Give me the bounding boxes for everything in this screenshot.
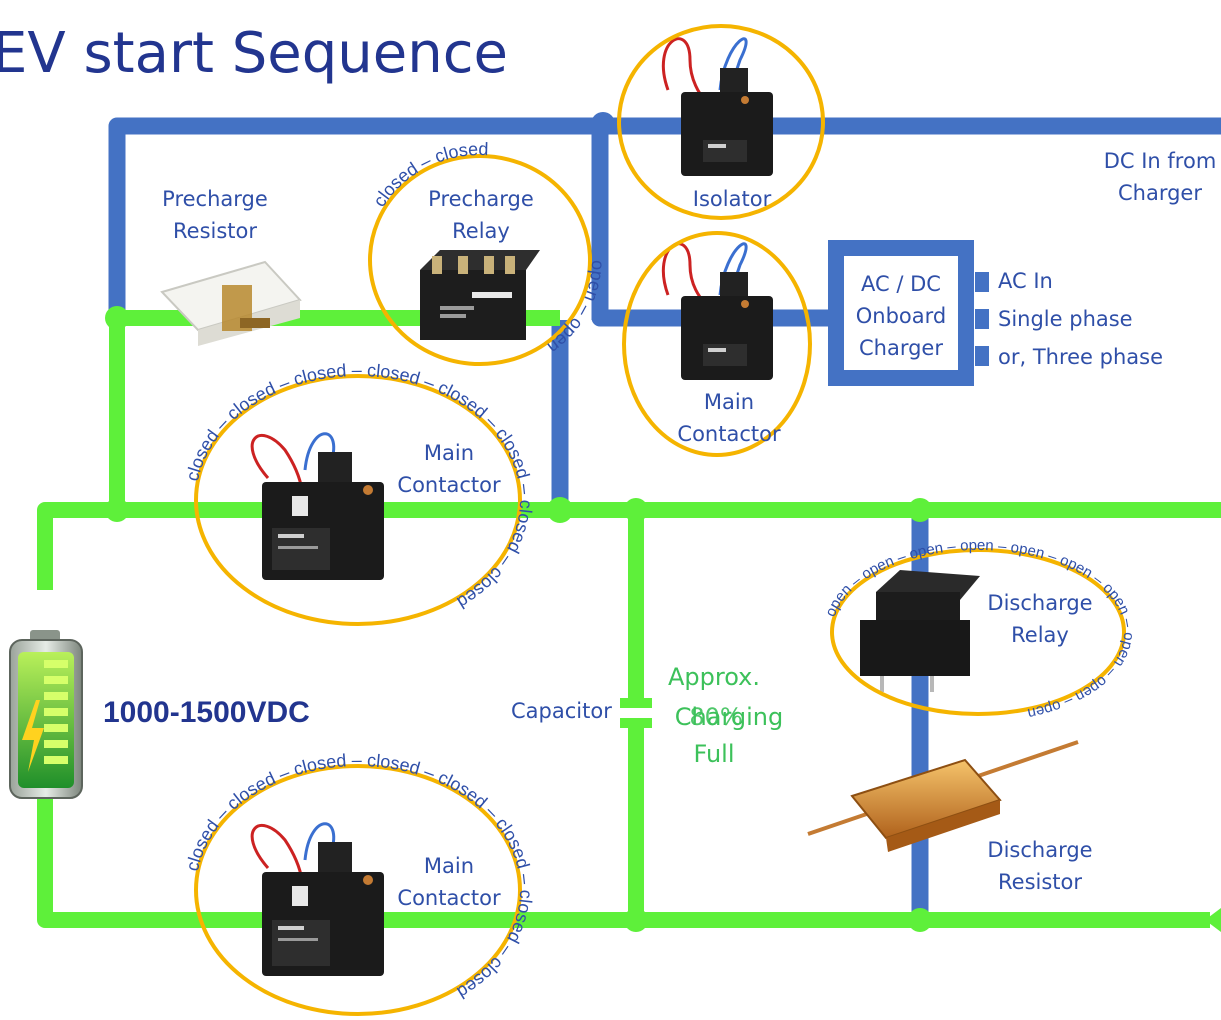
hv-bus-junctions: [105, 306, 1221, 932]
capacitor-status-full: Full: [693, 740, 735, 768]
discharge-resistor-component: [807, 740, 1079, 852]
charger-main-contactor-label-line: Main: [703, 390, 755, 414]
discharge-relay-label: Discharge Relay: [974, 587, 1106, 651]
capacitor-symbol: [620, 698, 652, 728]
bottom-main-contactor-label-line: Main: [423, 854, 475, 878]
precharge-relay-label: Precharge Relay: [417, 183, 545, 247]
discharge-relay-label-line: Discharge: [987, 591, 1093, 615]
battery-icon: [9, 630, 83, 799]
isolator-contactor-component: [661, 37, 773, 176]
charger-main-contactor-component: [661, 242, 773, 380]
battery-voltage-label: 1000-1500VDC: [103, 696, 310, 729]
capacitor-status-percent: 80%: [689, 703, 743, 731]
ac-single-phase-label: Single phase: [998, 307, 1133, 331]
bottom-main-contactor-label: Main Contactor: [386, 850, 512, 914]
dc-bus-vertical-mid: [591, 112, 615, 320]
onboard-charger-label-line: Onboard: [855, 304, 947, 328]
charger-main-contactor-label-line: Contactor: [677, 422, 781, 446]
top-main-contactor-component: [250, 432, 384, 580]
capacitor-label: Capacitor: [511, 699, 612, 723]
discharge-resistor-label: Discharge Resistor: [974, 834, 1106, 898]
precharge-resistor-label-line: Precharge: [162, 187, 268, 211]
precharge-relay-label-line: Relay: [452, 219, 510, 243]
discharge-resistor-label-line: Resistor: [998, 870, 1082, 894]
precharge-resistor-label: Precharge Resistor: [152, 183, 278, 247]
dc-in-label-line: DC In from: [1103, 149, 1217, 173]
capacitor-status-approx: Approx.: [667, 663, 760, 691]
discharge-relay-label-line: Relay: [1011, 623, 1069, 647]
capacitor-status-charging: Charging: [674, 703, 784, 731]
isolator-label: Isolator: [692, 187, 772, 211]
discharge-resistor-label-line: Discharge: [987, 838, 1093, 862]
precharge-relay-label-line: Precharge: [428, 187, 534, 211]
onboard-charger-box: [828, 240, 989, 386]
precharge-resistor-component: [160, 260, 302, 346]
page-title: EV start Sequence: [0, 21, 508, 86]
top-main-contactor-label: Main Contactor: [386, 437, 512, 501]
top-main-contactor-label-line: Main: [423, 441, 475, 465]
ac-in-label: AC In: [998, 269, 1053, 293]
onboard-charger-label: AC / DC Onboard Charger: [846, 268, 956, 364]
precharge-relay-component: [420, 250, 540, 340]
bottom-main-contactor-label-line: Contactor: [397, 886, 501, 910]
dc-in-label: DC In from Charger: [1094, 145, 1221, 209]
bottom-main-contactor-component: [250, 822, 384, 976]
ac-three-phase-label: or, Three phase: [998, 345, 1164, 369]
highlight-rings: [194, 24, 1126, 1016]
onboard-charger-label-line: AC / DC: [861, 272, 941, 296]
discharge-relay-component: [860, 570, 980, 692]
precharge-resistor-label-line: Resistor: [173, 219, 257, 243]
charger-main-contactor-label: Main Contactor: [664, 386, 794, 450]
hv-bus-lines: [37, 310, 1221, 928]
onboard-charger-label-line: Charger: [859, 336, 943, 360]
top-main-contactor-label-line: Contactor: [397, 473, 501, 497]
dc-in-label-line: Charger: [1118, 181, 1202, 205]
